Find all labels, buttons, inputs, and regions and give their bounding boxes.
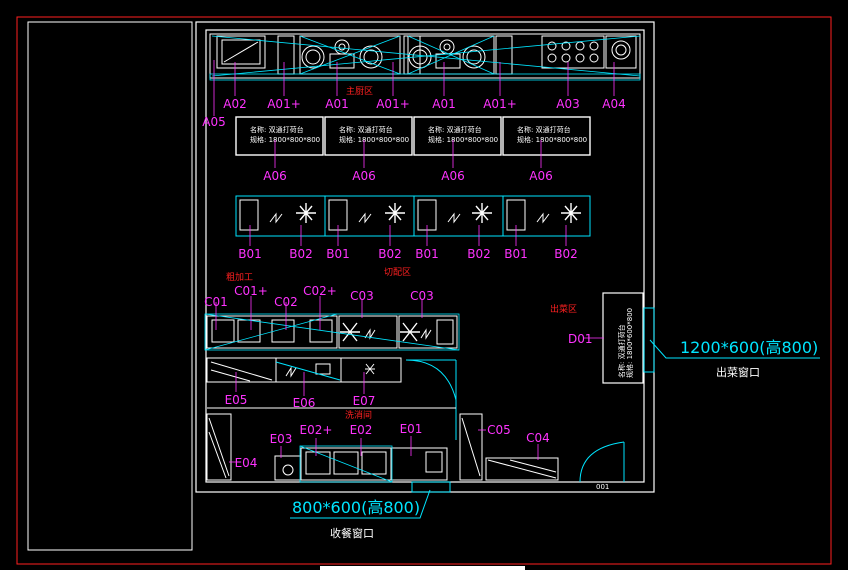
e-row-lower-hood (299, 445, 393, 483)
door-right (579, 441, 625, 483)
label-a01plus-1: A01+ (267, 97, 301, 111)
label-c03-1: C03 (350, 289, 374, 303)
a06-t3-name: 名称: 双通打荷台 (428, 125, 482, 134)
label-a06-4: A06 (529, 169, 552, 183)
collect-window-size: 800*600(高800) (292, 498, 420, 517)
e-row-lower-leaders (229, 429, 539, 463)
d01-spec: 规格: 1800*600*800 (625, 308, 634, 378)
zone-serving: 出菜区 (550, 303, 577, 315)
e-row-upper-leaders (235, 372, 365, 396)
label-c04: C04 (526, 431, 550, 445)
c-row-hood (204, 313, 460, 351)
drawing-frame (16, 16, 832, 565)
zone-washing: 洗消间 (345, 409, 372, 421)
label-a01-2: A01 (432, 97, 455, 111)
label-e01: E01 (400, 422, 423, 436)
collect-window-opening (290, 481, 451, 519)
label-d01: D01 (568, 332, 593, 346)
label-a01plus-2: A01+ (376, 97, 410, 111)
e-row-lower (206, 413, 559, 481)
label-a01plus-3: A01+ (483, 97, 517, 111)
label-a03: A03 (556, 97, 579, 111)
b-row-units (235, 195, 591, 237)
label-c02: C02 (274, 295, 298, 309)
b-row-labels: B01 B02 B01 B02 B01 B02 B01 B02 (238, 247, 578, 261)
a06-leaders (274, 140, 542, 168)
zone-main-kitchen: 主厨区 (346, 85, 373, 97)
c-row-leaders (215, 296, 423, 330)
a06-t1-spec: 规格: 1800*800*800 (250, 135, 320, 144)
label-e05: E05 (225, 393, 248, 407)
label-a06-1: A06 (263, 169, 286, 183)
a06-t4-spec: 规格: 1800*800*800 (517, 135, 587, 144)
a06-table-text: 名称: 双通打荷台 规格: 1800*800*800 名称: 双通打荷台 规格:… (250, 125, 587, 144)
label-c03-2: C03 (410, 289, 434, 303)
label-e03: E03 (270, 432, 293, 446)
serve-window-label: 出菜窗口 (716, 365, 760, 379)
d01-table-text: 名称: 双通打荷台 规格: 1800*600*800 (617, 308, 634, 378)
label-b01-4: B01 (504, 247, 528, 261)
a06-t4-name: 名称: 双通打荷台 (517, 125, 571, 134)
zone-rough: 粗加工 (226, 271, 253, 283)
label-a06-2: A06 (352, 169, 375, 183)
label-e02: E02 (350, 423, 373, 437)
c-row-labels: C01 C01+ C02 C02+ C03 C03 (204, 284, 434, 309)
door-left (405, 359, 457, 440)
label-e04: E04 (235, 456, 258, 470)
label-c01plus: C01+ (234, 284, 268, 298)
label-c02plus: C02+ (303, 284, 337, 298)
e-row-lower-labels: E04 E03 E02+ E02 E01 C05 C04 (235, 422, 550, 470)
e-row-upper-labels: E05 E06 E07 (225, 393, 376, 410)
label-b02-2: B02 (378, 247, 402, 261)
label-e02plus: E02+ (300, 423, 333, 437)
label-b01-3: B01 (415, 247, 439, 261)
a06-t1-name: 名称: 双通打荷台 (250, 125, 304, 134)
bottom-tab (320, 566, 525, 570)
b-row-leaders (249, 225, 567, 246)
zone-cutting: 切配区 (384, 267, 411, 278)
label-b01-2: B01 (326, 247, 350, 261)
label-b02-3: B02 (467, 247, 491, 261)
a06-tables (235, 116, 591, 156)
title-block (27, 21, 193, 551)
label-a05: A05 (202, 115, 225, 129)
serve-window-opening (643, 307, 820, 373)
top-equipment-row (209, 33, 641, 79)
a06-labels: A06 A06 A06 A06 (263, 169, 552, 183)
label-a01-1: A01 (325, 97, 348, 111)
top-row-labels: A02 A01+ A01 A01+ A01 A01+ A03 A04 A05 (202, 97, 625, 129)
label-a02: A02 (223, 97, 246, 111)
label-e07: E07 (353, 394, 376, 408)
top-row-hood-lines (209, 35, 641, 81)
a06-t2-name: 名称: 双通打荷台 (339, 125, 393, 134)
b-row-fixtures (239, 199, 581, 231)
a06-t2-spec: 规格: 1800*800*800 (339, 135, 409, 144)
serve-window-size: 1200*600(高800) (680, 338, 818, 357)
collect-window-label: 收餐窗口 (330, 526, 374, 540)
label-b02-4: B02 (554, 247, 578, 261)
label-c05: C05 (487, 423, 511, 437)
label-a06-3: A06 (441, 169, 464, 183)
c-row-units (206, 315, 458, 349)
label-b02-1: B02 (289, 247, 313, 261)
label-e06: E06 (293, 396, 316, 410)
label-a04: A04 (602, 97, 625, 111)
a06-t3-spec: 规格: 1800*800*800 (428, 135, 498, 144)
label-b01-1: B01 (238, 247, 262, 261)
top-row-leaders (213, 60, 615, 116)
floor-note: 001 (596, 483, 609, 491)
label-c01: C01 (204, 295, 228, 309)
d01-name: 名称: 双通打荷台 (617, 324, 626, 378)
